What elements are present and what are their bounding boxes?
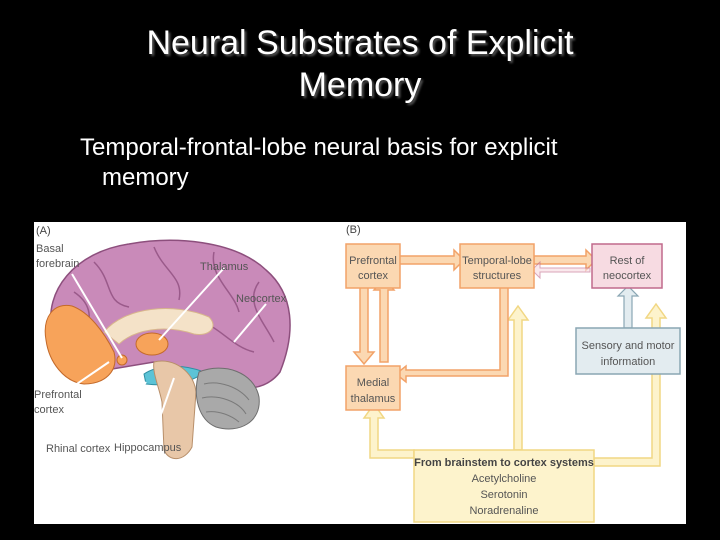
box-temporal-lobe	[459, 243, 535, 289]
box-rest-of-neocortex	[591, 243, 663, 289]
panel-a-label: (A)	[36, 225, 51, 237]
medial-line-1: Medial	[357, 377, 389, 389]
cerebellum-region	[195, 367, 260, 430]
brainstem-item-noradrenaline: Noradrenaline	[469, 505, 538, 517]
label-thalamus: Thalamus	[200, 261, 249, 273]
box-prefrontal-cortex	[345, 243, 401, 289]
sensory-line-2: information	[601, 356, 655, 368]
medial-line-2: thalamus	[351, 393, 396, 405]
bullet-line-2: memory	[102, 164, 189, 191]
brain-illustration: (A) Basal forebrain Thalamus Neocortex P…	[34, 225, 291, 460]
prefrontal-line-2: cortex	[358, 270, 388, 282]
label-basal-forebrain-2: forebrain	[36, 258, 79, 270]
prefrontal-line-1: Prefrontal	[349, 255, 397, 267]
label-rhinal-cortex: Rhinal cortex	[46, 443, 111, 455]
brainstem-region	[153, 360, 197, 460]
box-brainstem-systems	[413, 449, 595, 523]
bullet-line-1: Temporal-frontal-lobe neural basis for e…	[80, 134, 558, 161]
brainstem-title: From brainstem to cortex systems	[414, 457, 594, 469]
brainstem-item-acetylcholine: Acetylcholine	[472, 473, 537, 485]
flow-diagram: (B)	[345, 224, 681, 523]
rest-line-2: neocortex	[603, 270, 652, 282]
panel-b-label: (B)	[346, 224, 361, 236]
label-basal-forebrain-1: Basal	[36, 243, 64, 255]
prefrontal-region	[44, 304, 116, 385]
label-hippocampus: Hippocampus	[114, 442, 182, 454]
title-line-1: Neural Substrates of Explicit	[146, 24, 574, 62]
figure-svg: (A) Basal forebrain Thalamus Neocortex P…	[34, 224, 681, 523]
box-medial-thalamus	[345, 365, 401, 411]
label-prefrontal-1: Prefrontal	[34, 389, 82, 401]
brainstem-item-serotonin: Serotonin	[480, 489, 527, 501]
title-line-2: Memory	[298, 66, 422, 104]
bullet-text: Temporal-frontal-lobe neural basis for e…	[80, 133, 680, 193]
temporal-line-1: Temporal-lobe	[462, 255, 532, 267]
sensory-line-1: Sensory and motor	[582, 340, 675, 352]
temporal-line-2: structures	[473, 270, 522, 282]
box-sensory-motor	[575, 327, 681, 375]
label-neocortex: Neocortex	[236, 293, 287, 305]
slide-title: Neural Substrates of Explicit Memory	[0, 22, 720, 106]
label-prefrontal-2: cortex	[34, 404, 64, 416]
figure-panel: (A) Basal forebrain Thalamus Neocortex P…	[34, 222, 686, 524]
rest-line-1: Rest of	[610, 255, 646, 267]
